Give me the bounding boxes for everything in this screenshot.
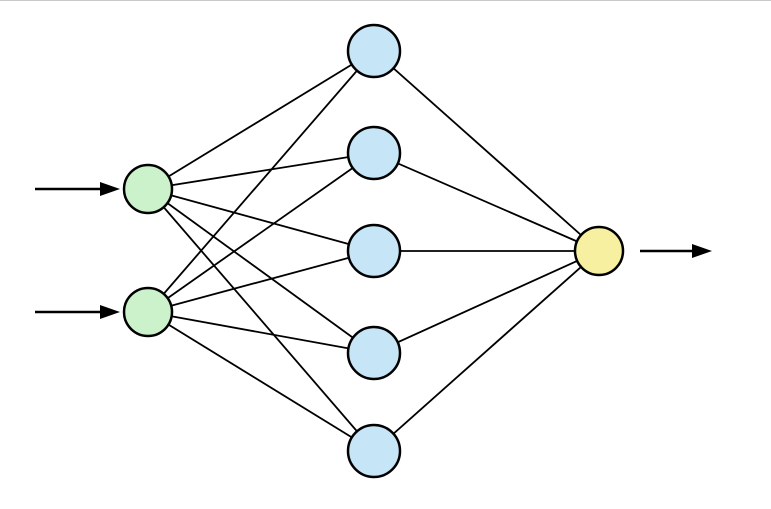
edge-i1-h4	[147, 188, 375, 354]
edge-i1-h5	[147, 188, 375, 452]
input-arrow-2-head-icon	[100, 305, 120, 319]
edge-i1-h3	[147, 188, 375, 252]
node-h5	[346, 423, 402, 479]
edge-h2-o1	[373, 152, 600, 252]
edge-h5-o1	[373, 250, 600, 452]
edge-h4-o1	[373, 250, 600, 354]
node-h1	[346, 23, 402, 79]
edge-i2-h1	[147, 50, 375, 313]
node-h3	[346, 223, 402, 279]
output-arrow-head-icon	[692, 244, 712, 258]
node-i1	[122, 163, 174, 215]
node-h2	[346, 125, 402, 181]
node-o1	[573, 225, 625, 277]
edge-i1-h2	[147, 152, 375, 190]
input-arrow-1-head-icon	[100, 182, 120, 196]
edge-i1-h1	[147, 50, 375, 190]
node-i2	[122, 286, 174, 338]
edge-h1-o1	[373, 50, 600, 252]
edge-i2-h2	[147, 152, 375, 313]
node-h4	[346, 325, 402, 381]
edge-i2-h5	[147, 311, 375, 452]
edge-i2-h4	[147, 311, 375, 354]
edge-i2-h3	[147, 250, 375, 313]
